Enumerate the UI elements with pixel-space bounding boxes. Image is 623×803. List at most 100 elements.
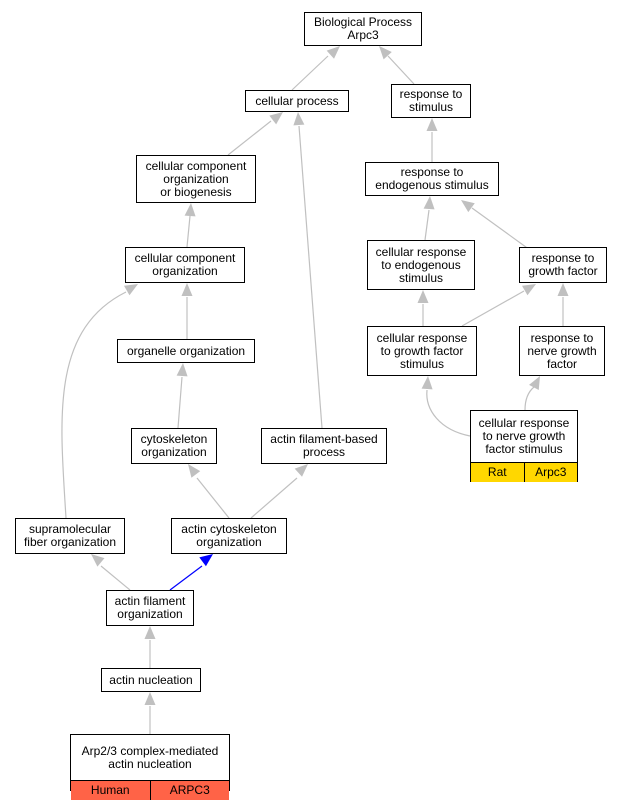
node-label-line: cellular component [134, 251, 236, 265]
edge-cell-gf-to-cell-endogenous [417, 290, 429, 326]
species-tag-rat: Rat [471, 463, 524, 482]
edge-actin-process-to-cellular-process [293, 112, 323, 429]
node-label-line: actin filament-based [270, 432, 378, 446]
node-label-line: growth factor [528, 264, 598, 278]
node-label-line: process [302, 445, 346, 459]
node-label-line: factor stimulus [485, 442, 563, 456]
edge-cell-ngf-to-cell-gf [421, 376, 471, 437]
edge-endogenous-to-response-stimulus [426, 118, 438, 162]
node-label-line: to growth factor [380, 343, 464, 358]
arrowhead [199, 554, 213, 567]
arrowhead [181, 283, 193, 296]
node-label-line: Arpc3 [347, 28, 379, 42]
edge-filament-org-to-actin-cyto [169, 554, 213, 591]
edge-actin-cyto-to-actin-process [250, 464, 308, 519]
node-label-line: organization [141, 445, 207, 459]
node-label-line: cellular process [255, 93, 339, 108]
node-label-line: nerve growth [527, 343, 597, 358]
edge-nucleation-to-filament-org [144, 626, 156, 668]
arrowhead [379, 46, 392, 60]
node-label-line: factor [546, 356, 577, 371]
node-label-line: endogenous stimulus [375, 178, 489, 192]
node-actin-nucleation[interactable]: actin nucleation [101, 668, 201, 692]
edge-response-stimulus-to-root [379, 46, 415, 85]
edge-cytoskeleton-to-organelle [176, 363, 188, 429]
node-label-line: response to [530, 330, 594, 345]
node-label-line: or biogenesis [160, 184, 232, 199]
node-cellular-process[interactable]: cellular process [245, 90, 349, 112]
edge-cell-endogenous-to-endogenous [423, 196, 435, 241]
edge-actin-cyto-to-cytoskeleton [188, 464, 230, 519]
arrowhead [461, 200, 475, 213]
edge-ngf-to-growth-factor [557, 283, 569, 326]
arrowhead [188, 464, 201, 478]
node-label-line: to endogenous [381, 257, 461, 272]
arrowhead [421, 376, 433, 390]
node-label-line: organelle organization [126, 343, 246, 358]
arrowhead [91, 554, 105, 567]
edge-growth-factor-to-endogenous [461, 200, 531, 251]
node-label-line: cytoskeleton [140, 432, 208, 446]
node-label-line: organization [117, 607, 183, 621]
edge-filament-org-to-supramolecular [91, 554, 131, 591]
arrowhead [326, 46, 340, 59]
node-organelle-organization[interactable]: organelle organization [117, 339, 255, 363]
arrowhead [144, 692, 156, 705]
arrowhead [417, 290, 429, 303]
arrowhead [294, 464, 308, 477]
arrowhead [123, 284, 138, 296]
edge-organelle-to-cco [181, 283, 193, 339]
arrowhead [557, 283, 569, 296]
node-label-line: supramolecular [28, 522, 112, 536]
species-tag-human: Human [71, 781, 150, 800]
node-label-line: cellular response [478, 416, 570, 430]
edge-supramolecular-to-cco [61, 284, 138, 519]
edge-cellular-process-to-root [291, 46, 340, 91]
node-label-line: actin filament [114, 594, 186, 608]
edge-cco-to-ccob [184, 203, 196, 248]
edge-ccob-to-cellular-process [227, 112, 283, 156]
node-label-line: response to [531, 251, 595, 265]
arrowhead [423, 196, 435, 210]
node-label-line: actin nucleation [108, 756, 192, 771]
edge-cell-gf-to-growth-factor [461, 284, 536, 327]
node-label-line: cellular response [376, 330, 468, 345]
node-label-line: response to [400, 165, 464, 179]
node-label-line: cellular response [375, 244, 467, 259]
gene-tag-arpc3: ARPC3 [149, 781, 229, 800]
node-label-line: Arp2/3 complex-mediated [81, 743, 219, 758]
node-label-line: stimulus [398, 270, 443, 285]
node-label-line: cellular component [145, 158, 247, 173]
node-label-line: actin cytoskeleton [181, 522, 277, 536]
node-label-line: fiber organization [23, 535, 117, 549]
node-label-line: response to [399, 87, 463, 101]
node-label-line: organization [163, 171, 229, 186]
node-label-line: organization [152, 264, 218, 278]
node-label-line: to nerve growth [482, 429, 566, 443]
node-label-line: organization [196, 535, 262, 549]
node-label-line: actin nucleation [109, 672, 193, 687]
arrowhead [293, 112, 305, 126]
node-label-line: Biological Process [313, 15, 413, 29]
gene-tag-arpc3: Arpc3 [523, 463, 577, 482]
